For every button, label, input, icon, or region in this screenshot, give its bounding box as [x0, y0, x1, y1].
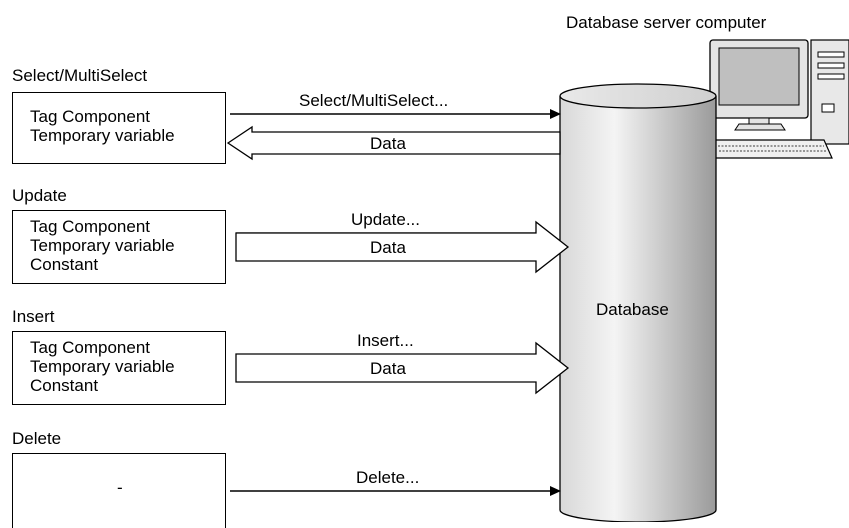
source-line: Tag Component — [30, 107, 151, 126]
select-data-arrow — [226, 125, 561, 161]
source-line: Temporary variable — [30, 357, 175, 376]
section-title-select: Select/MultiSelect — [12, 66, 148, 85]
update-source-box: Tag Component Temporary variable Constan… — [12, 210, 226, 284]
database-label: Database — [596, 300, 669, 319]
delete-command-arrow — [230, 486, 561, 496]
select-command-arrow — [230, 109, 561, 119]
source-line: Tag Component — [30, 338, 151, 357]
source-line: Temporary variable — [30, 236, 175, 255]
insert-data-arrow — [235, 341, 570, 395]
select-data-label: Data — [370, 134, 406, 153]
source-line: Temporary variable — [30, 126, 175, 145]
section-title-update: Update — [12, 186, 67, 205]
select-source-box: Tag Component Temporary variable — [12, 92, 226, 164]
source-line: Tag Component — [30, 217, 151, 236]
update-data-arrow — [235, 220, 570, 274]
delete-command-label: Delete... — [356, 468, 420, 487]
server-label: Database server computer — [566, 13, 767, 32]
section-title-delete: Delete — [12, 429, 62, 448]
insert-command-label: Insert... — [357, 331, 414, 350]
insert-data-label: Data — [370, 359, 406, 378]
update-data-label: Data — [370, 238, 406, 257]
source-line: Constant — [30, 255, 99, 274]
source-line: - — [117, 478, 123, 497]
insert-source-box: Tag Component Temporary variable Constan… — [12, 331, 226, 405]
source-line: Constant — [30, 376, 99, 395]
update-command-label: Update... — [351, 210, 420, 229]
delete-source-box: - — [12, 453, 226, 528]
select-command-label: Select/MultiSelect... — [299, 91, 449, 110]
database-cylinder — [559, 83, 717, 522]
section-title-insert: Insert — [12, 307, 55, 326]
computer-icon — [709, 39, 849, 159]
